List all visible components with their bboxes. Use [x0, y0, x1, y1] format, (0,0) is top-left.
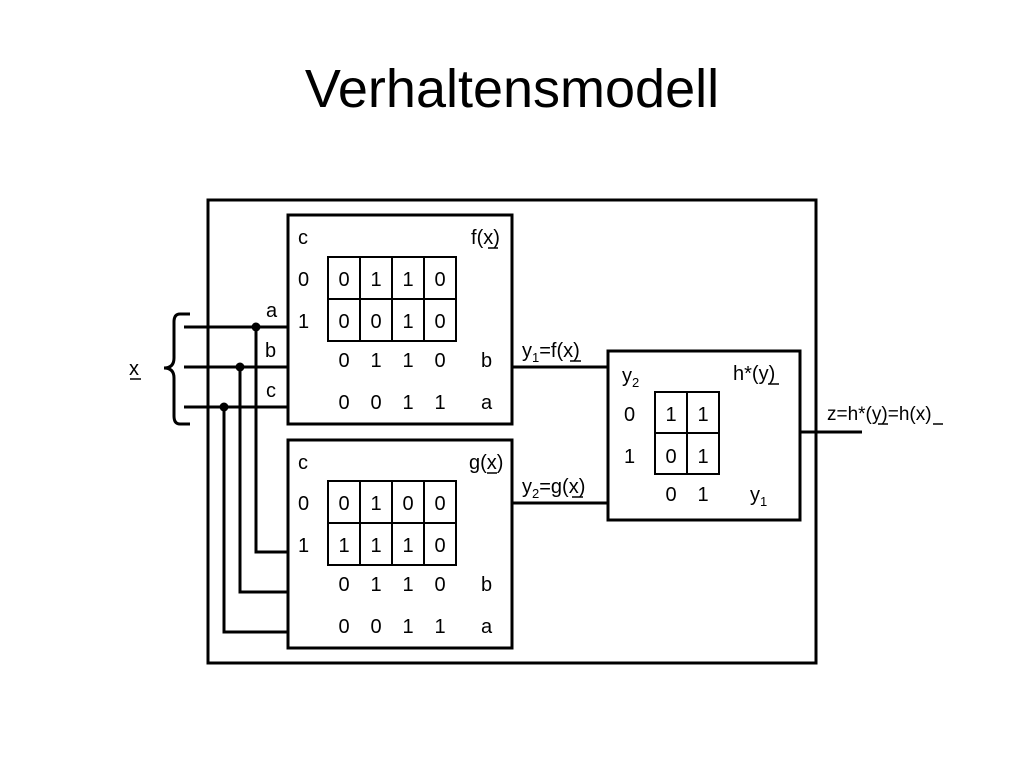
f-cell: 0 — [338, 269, 349, 291]
wire-b-to-g — [238, 367, 288, 594]
bus-label-c: c — [266, 380, 276, 402]
f-cell: 0 — [434, 269, 445, 291]
h-cell: 0 — [665, 446, 676, 468]
g-col-b: 0 — [434, 574, 445, 596]
f-cell: 1 — [370, 269, 381, 291]
g-col-a: 1 — [434, 616, 445, 638]
g-cell: 1 — [370, 493, 381, 515]
f-title: f(x) — [471, 227, 500, 249]
h-col-label: 0 — [665, 484, 676, 506]
input-label: x — [129, 358, 139, 380]
output-label: z=h*(y)=h(x) — [827, 404, 932, 425]
g-cell: 1 — [370, 535, 381, 557]
f-cell: 1 — [402, 311, 413, 333]
h-block — [606, 349, 802, 522]
g-block — [286, 438, 514, 650]
h-col-var: y1 — [750, 484, 767, 509]
f-col-b: 1 — [370, 350, 381, 372]
f-col-a: 1 — [402, 392, 413, 414]
g-cell: 0 — [402, 493, 413, 515]
f-col-a: 0 — [370, 392, 381, 414]
g-b-label: b — [481, 574, 492, 596]
g-col-a: 0 — [370, 616, 381, 638]
g-col-b: 1 — [402, 574, 413, 596]
g-col-a: 0 — [338, 616, 349, 638]
g-cell: 1 — [338, 535, 349, 557]
bus-label-b: b — [265, 340, 276, 362]
f-row-var: c — [298, 227, 308, 249]
g-col-b: 1 — [370, 574, 381, 596]
f-cell: 0 — [370, 311, 381, 333]
g-row-label-1: 1 — [298, 535, 309, 557]
f-cell: 0 — [338, 311, 349, 333]
g-col-b: 0 — [338, 574, 349, 596]
f-row-label-1: 1 — [298, 311, 309, 333]
h-table — [654, 391, 720, 475]
g-a-label: a — [481, 616, 493, 638]
f-cell: 1 — [402, 269, 413, 291]
h-row-label-1: 1 — [624, 446, 635, 468]
h-cell: 1 — [697, 404, 708, 426]
g-table — [327, 480, 457, 566]
f-row-label-0: 0 — [298, 269, 309, 291]
h-col-label: 1 — [697, 484, 708, 506]
y2-label: y2=g(x) — [522, 476, 585, 501]
g-col-a: 1 — [402, 616, 413, 638]
g-cell: 0 — [434, 535, 445, 557]
f-col-a: 1 — [434, 392, 445, 414]
f-col-b: 0 — [338, 350, 349, 372]
f-col-b: 0 — [434, 350, 445, 372]
y1-label: y1=f(x) — [522, 340, 580, 365]
wire-c-to-g — [222, 407, 288, 634]
h-row-label-0: 0 — [624, 404, 635, 426]
h-cell: 1 — [665, 404, 676, 426]
h-title: h*(y) — [733, 363, 775, 385]
slide-title: Verhaltensmodell — [304, 59, 720, 119]
h-row-var: y2 — [622, 365, 639, 390]
g-row-label-0: 0 — [298, 493, 309, 515]
g-cell: 0 — [434, 493, 445, 515]
f-col-a: 0 — [338, 392, 349, 414]
f-block — [286, 213, 514, 426]
f-table — [327, 256, 457, 342]
f-col-b: 1 — [402, 350, 413, 372]
input-brace — [163, 312, 190, 426]
g-cell: 0 — [338, 493, 349, 515]
f-cell: 0 — [434, 311, 445, 333]
wire-a-to-g — [254, 327, 288, 554]
g-row-var: c — [298, 452, 308, 474]
f-a-label: a — [481, 392, 493, 414]
bus-label-a: a — [266, 300, 278, 322]
g-cell: 1 — [402, 535, 413, 557]
g-title: g(x) — [469, 452, 503, 474]
h-cell: 1 — [697, 446, 708, 468]
f-b-label: b — [481, 350, 492, 372]
